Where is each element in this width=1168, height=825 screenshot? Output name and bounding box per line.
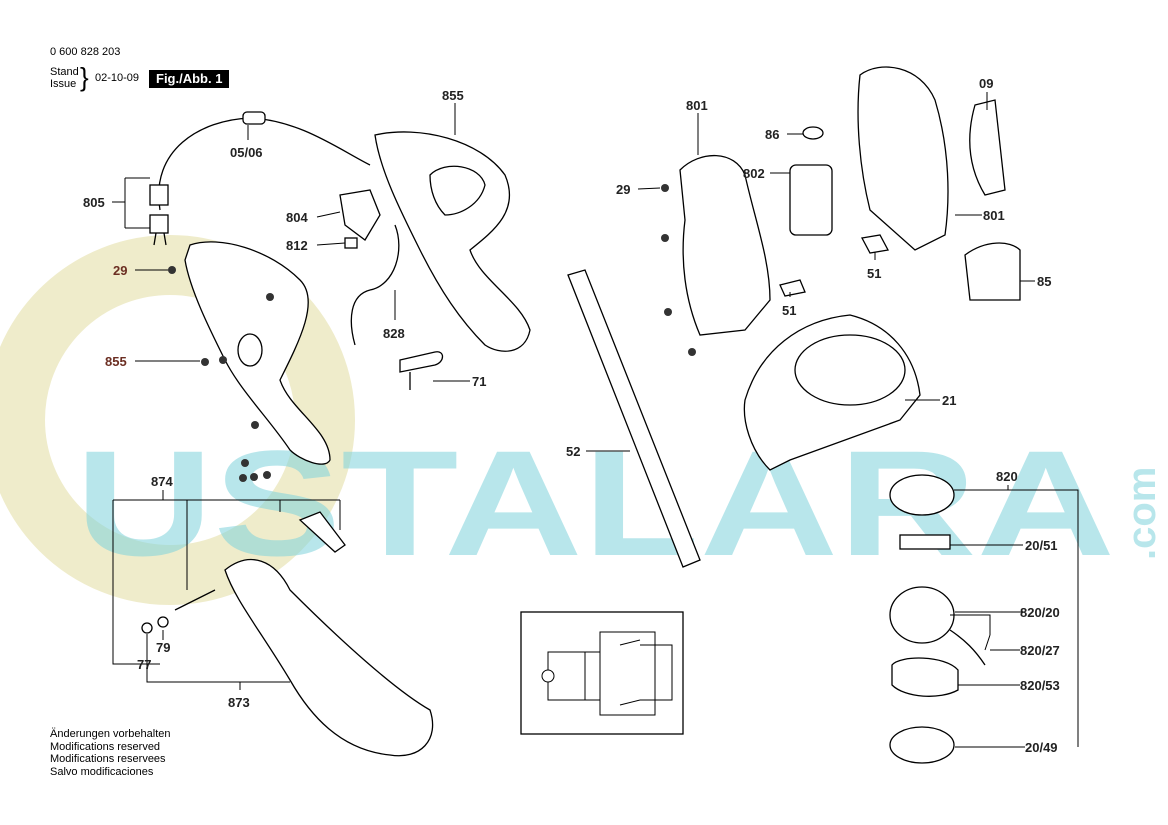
brush-51-a	[779, 279, 806, 297]
handle-housing-left-part	[184, 241, 331, 465]
watermark-suffix: .com	[1120, 467, 1164, 560]
switch-wheel	[237, 333, 263, 367]
key-part	[399, 351, 444, 373]
part-labels: 855 05/06 805 804 812 29 828 71 855 801 …	[83, 76, 1060, 755]
label-802: 802	[743, 166, 765, 181]
note-fr: Modifications reservees	[50, 753, 166, 765]
label-09: 09	[979, 76, 993, 91]
cap-20-49	[889, 726, 955, 764]
label-805: 805	[83, 195, 105, 210]
plate-09	[969, 99, 1006, 196]
label-51-a: 51	[782, 303, 796, 318]
issue-label: Issue	[50, 78, 77, 90]
label-21: 21	[942, 393, 956, 408]
handle-opening	[429, 165, 486, 216]
label-77: 77	[137, 657, 151, 672]
label-20-49: 20/49	[1025, 740, 1058, 755]
power-cable-part	[149, 111, 371, 246]
label-820: 820	[996, 469, 1018, 484]
label-86: 86	[765, 127, 779, 142]
label-801-right: 801	[983, 208, 1005, 223]
label-812: 812	[286, 238, 308, 253]
handle-housing-right-part	[374, 131, 531, 352]
wiring-diagram	[541, 631, 673, 716]
wire-828	[350, 224, 400, 346]
switch-part	[339, 189, 381, 241]
washer-77	[141, 622, 153, 634]
capacitor-part	[344, 237, 358, 249]
label-820-53: 820/53	[1020, 678, 1060, 693]
motor-housing-front-part	[679, 154, 771, 336]
label-52: 52	[566, 444, 580, 459]
label-855-top: 855	[442, 88, 464, 103]
part-820-53	[891, 657, 959, 697]
note-es: Salvo modificaciones	[50, 765, 154, 778]
line-820-27	[949, 629, 986, 666]
note-en: Modifications reserved	[50, 740, 161, 753]
document-number: 0 600 828 203	[50, 46, 121, 58]
nut-79	[157, 616, 169, 628]
part-20-51	[899, 534, 951, 550]
label-85: 85	[1037, 274, 1051, 289]
knob-part	[298, 511, 346, 553]
issue-date: 02-10-09	[95, 72, 140, 84]
label-29-right: 29	[616, 182, 630, 197]
figure-label: Fig./Abb. 1	[149, 70, 230, 88]
spool-housing-820	[889, 474, 955, 516]
label-855-left: 855	[105, 354, 127, 369]
guard-opening	[794, 334, 906, 406]
stand-issue-label: Stand Issue	[50, 66, 79, 90]
spool-820-20	[889, 586, 955, 644]
note-de: Änderungen vorbehalten	[50, 728, 171, 740]
screws-right	[661, 184, 696, 356]
washer-86	[802, 126, 824, 140]
label-820-20: 820/20	[1020, 605, 1060, 620]
motor-housing-rear-part	[857, 66, 949, 251]
label-71: 71	[472, 374, 486, 389]
wiring-diagram-box	[520, 611, 684, 735]
auxiliary-handle-873	[224, 559, 434, 757]
bolt-part	[174, 589, 216, 611]
label-828: 828	[383, 326, 405, 341]
tube-part	[567, 269, 701, 568]
modification-notes: Änderungen vorbehalten Modifications res…	[50, 728, 170, 778]
brush-51-b	[861, 234, 889, 254]
label-801-top: 801	[686, 98, 708, 113]
screws-left	[168, 266, 274, 482]
label-05-06: 05/06	[230, 145, 263, 160]
label-820-27: 820/27	[1020, 643, 1060, 658]
label-29-left: 29	[113, 263, 127, 278]
guard-21	[743, 314, 921, 471]
label-79: 79	[156, 640, 170, 655]
brace: }	[80, 62, 89, 92]
leader-lines	[112, 92, 1079, 748]
label-804: 804	[286, 210, 308, 225]
label-20-51: 20/51	[1025, 538, 1058, 553]
label-873: 873	[228, 695, 250, 710]
cover-85	[964, 242, 1021, 301]
label-51-b: 51	[867, 266, 881, 281]
motor-802	[789, 164, 833, 236]
stand-label: Stand	[50, 66, 79, 78]
label-874: 874	[151, 474, 173, 489]
watermark-circle	[0, 235, 355, 605]
